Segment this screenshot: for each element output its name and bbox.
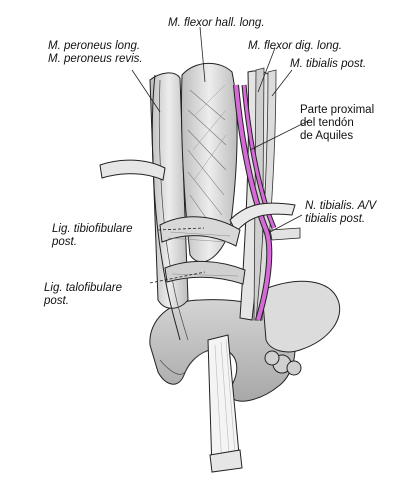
tibiofibular-ligament [159,216,241,247]
label-tibial-nerve: N. tibialis. A/V tibialis post. [305,200,377,225]
nerve-branch [269,227,301,241]
forefoot [261,280,341,353]
heel-bone [149,299,296,402]
label-tibialis-post: M. tibialis post. [290,58,367,70]
label-flexor-digitorum: M. flexor dig. long. [248,40,342,52]
toe-3 [264,350,280,366]
label-talofibular-ligament: Lig. talofibulare post. [44,282,122,307]
label-tibiofibular-ligament: Lig. tibiofibulare post. [52,223,133,248]
tibial-nerve [229,202,296,233]
leader-lines [131,26,311,284]
heel-shadow [159,349,213,375]
label-peroneus: M. peroneus long. M. peroneus revis. [48,40,143,65]
peroneus-tendon [151,74,181,341]
peroneal-retinaculum [99,159,166,181]
tendon-right [255,69,277,321]
label-achilles: Parte proximal del tendón de Aquiles [300,104,375,142]
talofibular-ligament [164,261,246,285]
toe-2 [286,360,302,376]
label-flexor-hallucis: M. flexor hall. long. [168,17,265,29]
